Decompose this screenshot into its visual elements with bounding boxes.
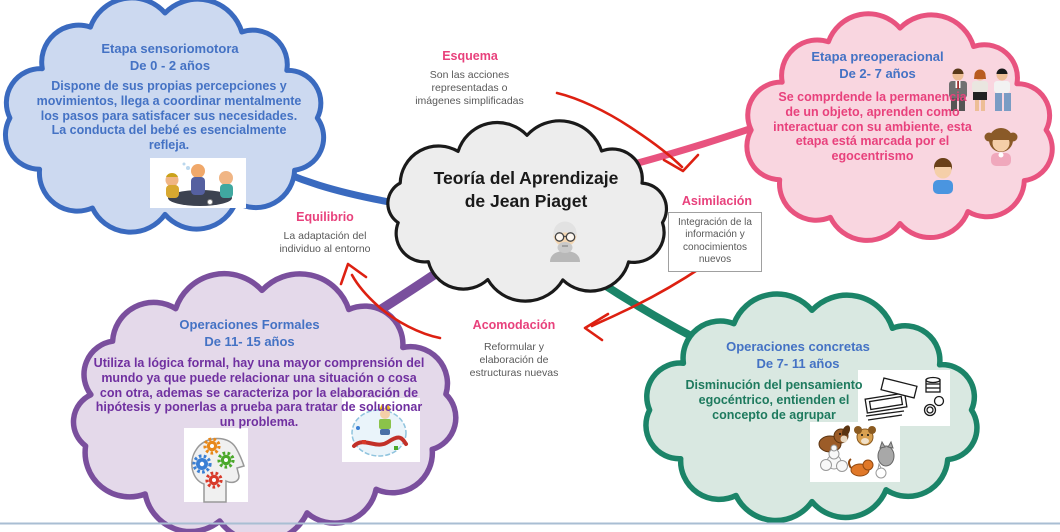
equilibrio-desc: La adaptación del individuo al entorno: [279, 230, 371, 256]
formal-body: Utiliza la lógica formal, hay una mayor …: [93, 356, 425, 429]
family-icon: [949, 68, 1011, 111]
preoperational-age: De 2- 7 años: [839, 66, 916, 81]
center-topic-title: Teoría del Aprendizaje de Jean Piaget: [433, 168, 619, 211]
preoperational-body: Se comprdende la permanencia de un objet…: [773, 90, 972, 163]
formal-title: Operaciones Formales: [179, 317, 320, 332]
babies-playing-illustration: [150, 158, 246, 208]
acomodacion-desc: Reformular y elaboración de estructuras …: [469, 341, 559, 380]
red-arrow-esquema-to-asimilacion: [555, 91, 684, 169]
red-arrowhead-left: [583, 312, 610, 342]
red-arrow-to-acomodacion: [590, 265, 704, 328]
concrete-title: Operaciones concretas: [726, 339, 870, 354]
asimilacion-desc: Integración de la información y conocimi…: [668, 212, 762, 272]
red-arrowhead-down: [662, 153, 700, 173]
formal-age: De 11- 15 años: [204, 334, 295, 349]
preoperational-cloud: [744, 11, 1055, 243]
asimilacion-label: Asimilación: [681, 194, 753, 208]
formal-cloud: [70, 270, 459, 532]
preoperational-title: Etapa preoperacional: [811, 49, 944, 64]
concrete-age: De 7- 11 años: [756, 356, 840, 371]
child-playing-illustration: [342, 398, 420, 462]
center-topic-cloud: [386, 119, 668, 303]
sensorimotor-body: Dispone de sus propias percepciones y mo…: [36, 79, 302, 152]
acomodacion-label: Acomodación: [472, 318, 556, 332]
sensorimotor-age: De 0 - 2 años: [129, 58, 211, 73]
head-gears-illustration: [184, 428, 248, 503]
red-arrowhead-up-left: [339, 262, 368, 286]
red-arrow-to-equilibrio: [350, 273, 442, 340]
concrete-body: Disminución del pensamiento egocéntrico,…: [685, 378, 863, 422]
girl-icon: [984, 128, 1018, 166]
piaget-portrait-icon: [550, 221, 580, 262]
boy-icon: [933, 158, 953, 194]
sensorimotor-title: Etapa sensoriomotora: [101, 41, 239, 56]
red-arrow-annotations: [339, 91, 704, 342]
esquema-label: Esquema: [442, 49, 498, 63]
esquema-desc: Son las acciones representadas o imágene…: [415, 69, 524, 108]
dogs-illustration: [810, 422, 900, 482]
money-sketch-illustration: [858, 370, 950, 426]
equilibrio-label: Equilibrio: [296, 210, 354, 224]
